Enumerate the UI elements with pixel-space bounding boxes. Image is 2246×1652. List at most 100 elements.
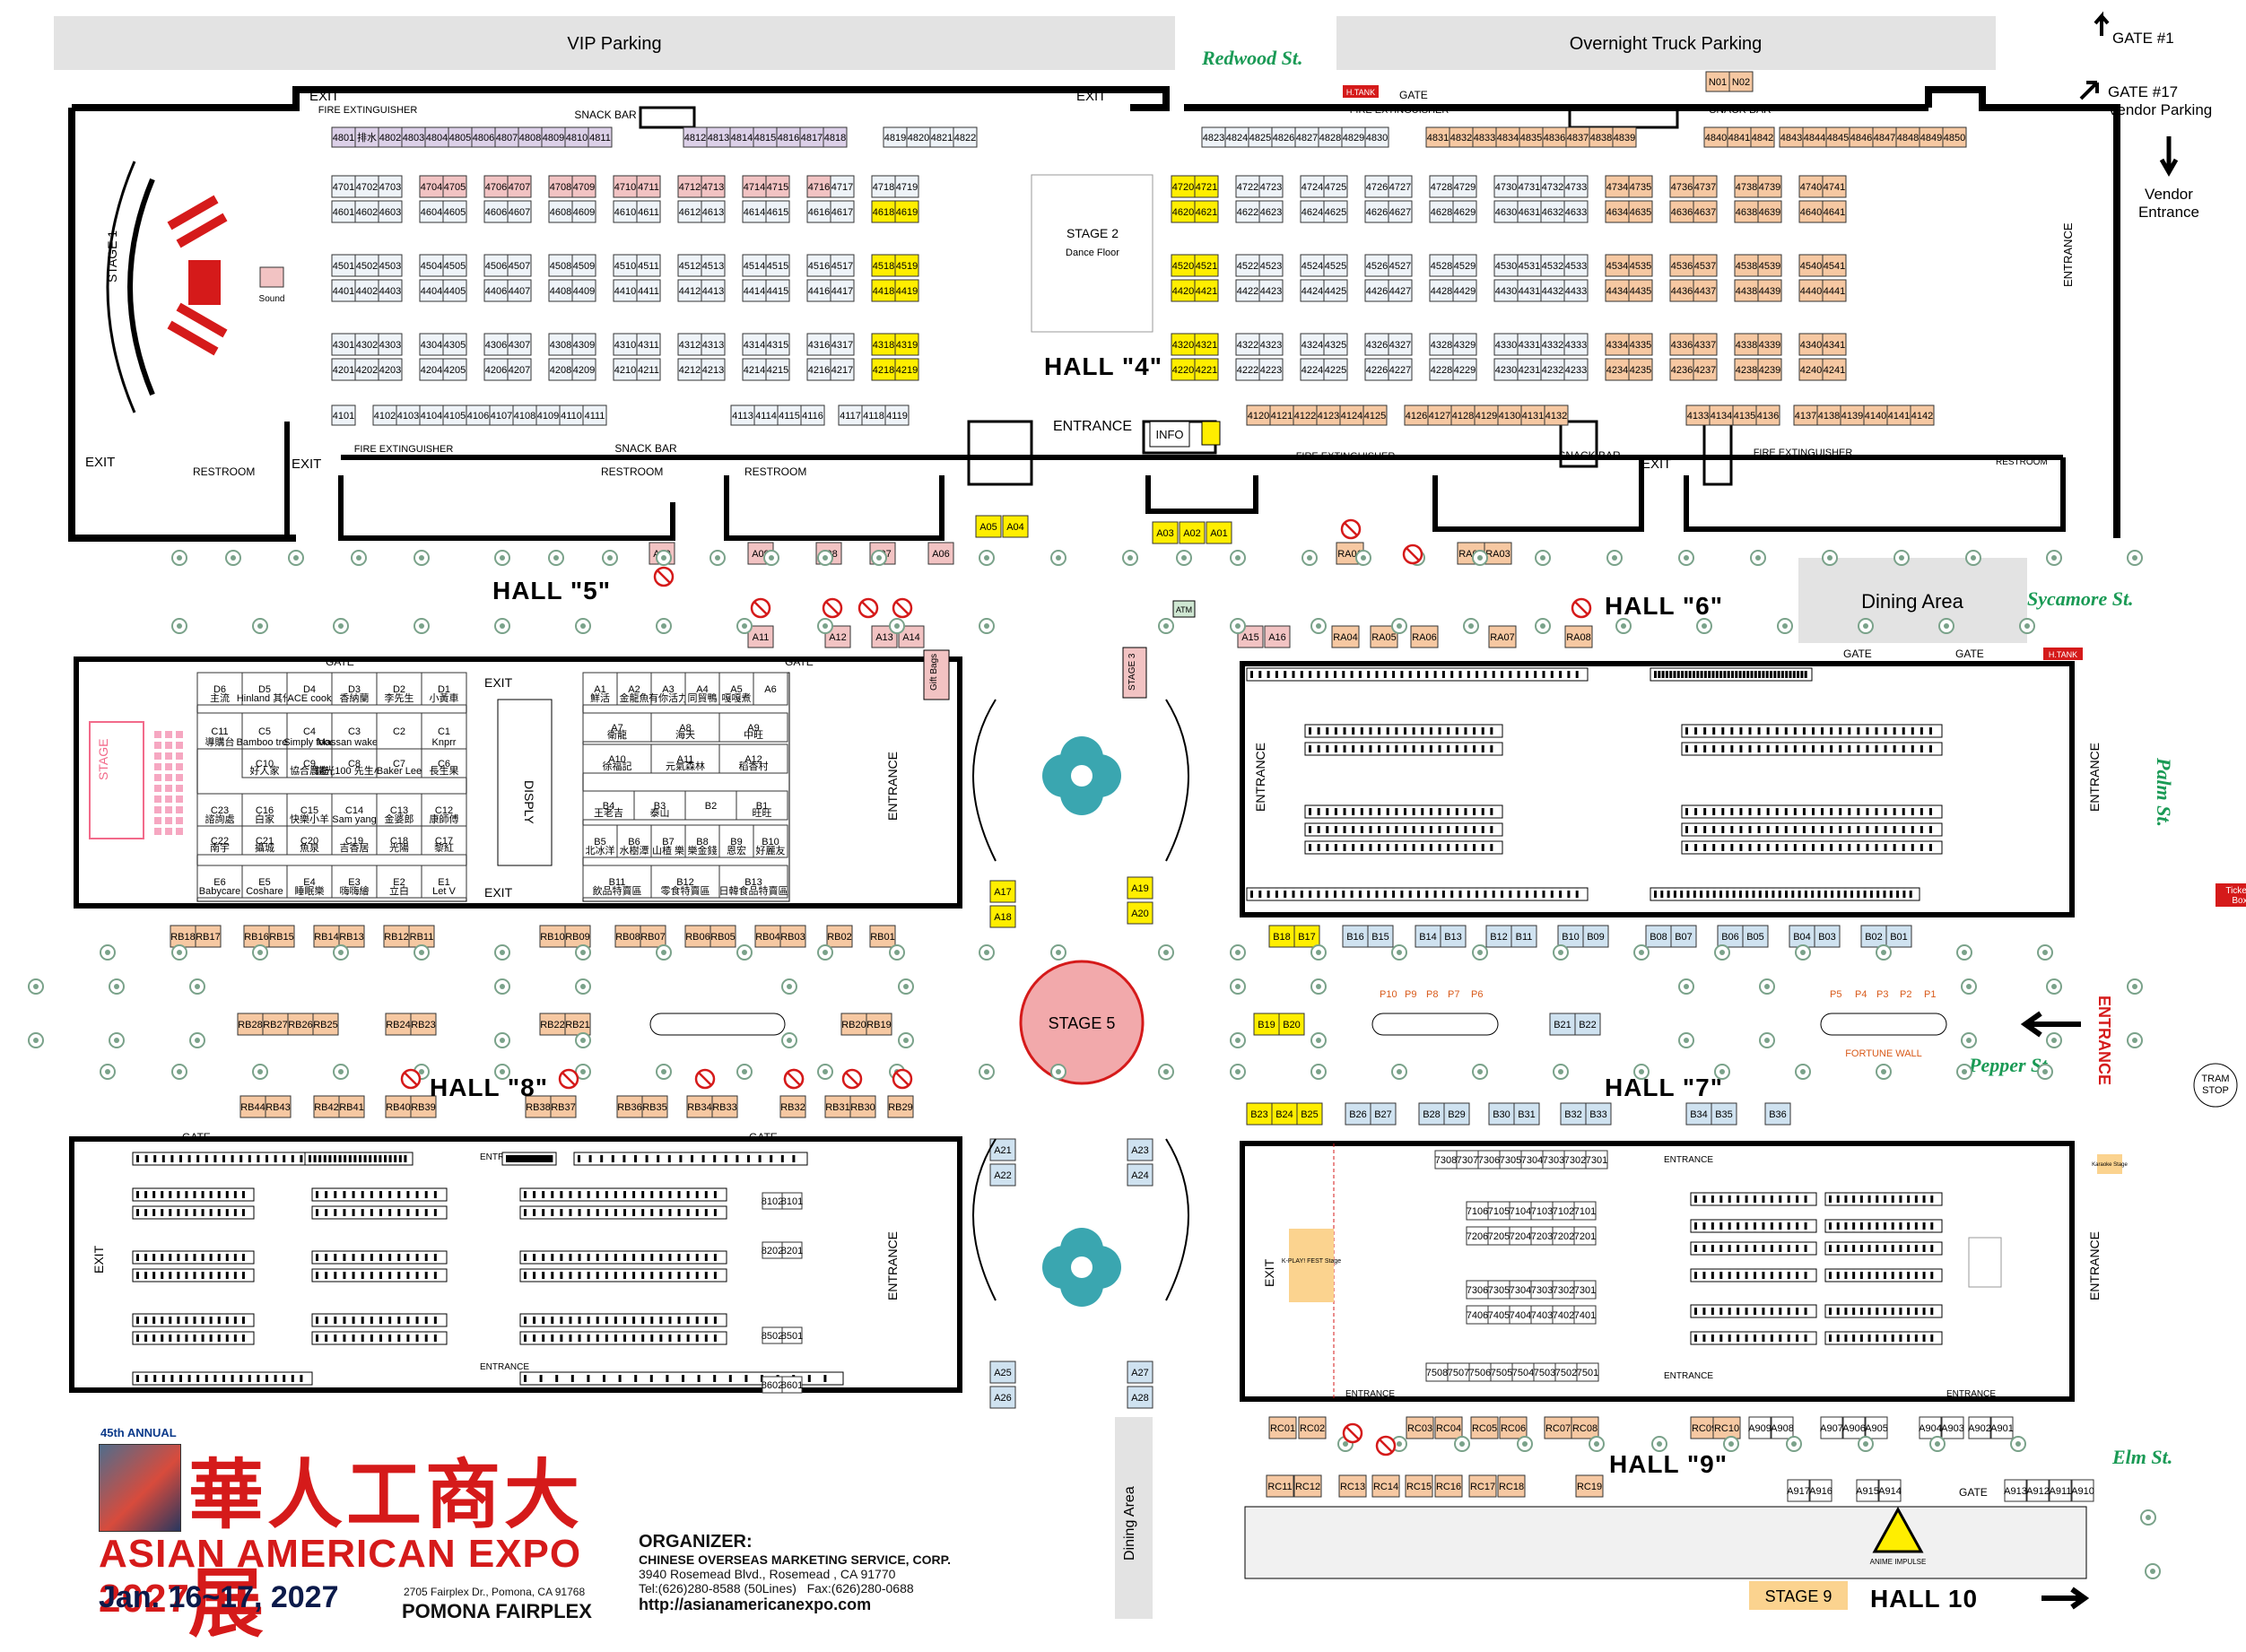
booth[interactable]: 4829 [1341,126,1366,148]
booth[interactable]: 4621 [1194,200,1219,223]
booth[interactable]: 4728 [1429,175,1454,198]
booth-box[interactable] [1499,1416,1528,1439]
booth-box[interactable] [507,200,532,223]
booth-box[interactable] [1757,358,1782,381]
booth[interactable]: 4311 [636,333,661,356]
booth[interactable]: 4525 [1323,254,1348,277]
booth[interactable]: 8101 [781,1192,803,1210]
booth[interactable]: B14 [1415,925,1441,948]
booth-box[interactable] [1748,1416,1772,1439]
booth[interactable]: RB26 [287,1013,314,1036]
booth[interactable]: 7404 [1509,1305,1532,1325]
booth[interactable]: 4104 [419,404,444,426]
booth[interactable]: B05 [1742,925,1769,948]
booth[interactable]: 4846 [1849,126,1874,148]
booth[interactable]: RB12 [383,925,410,948]
booth[interactable]: 4611 [636,200,661,223]
booth-box[interactable] [1798,200,1824,223]
booth[interactable]: 4417 [830,279,855,302]
booth-box[interactable] [1693,175,1718,198]
booth[interactable]: A24 [1127,1163,1153,1187]
booth[interactable]: 4619 [894,200,919,223]
booth[interactable]: B23 [1246,1102,1273,1126]
booth[interactable]: 4423 [1258,279,1284,302]
booth-box[interactable] [806,333,831,356]
booth[interactable]: 4219 [894,358,919,381]
booth-box[interactable] [1540,279,1565,302]
booth-box[interactable] [1628,279,1653,302]
p-booth-label[interactable]: P9 [1405,989,1416,1000]
booth[interactable]: 4515 [765,254,790,277]
booth[interactable]: RB29 [887,1095,914,1118]
booth-box[interactable] [806,358,831,381]
booth[interactable]: 4707 [507,175,532,198]
booth-box[interactable] [571,279,596,302]
booth-box[interactable] [1323,175,1348,198]
booth-box[interactable] [385,1095,412,1118]
booth-box[interactable] [239,1095,266,1118]
booth-box[interactable] [419,254,444,277]
booth[interactable]: RB02 [826,925,853,948]
booth[interactable]: RB36 [616,1095,643,1118]
booth-box[interactable] [1544,1416,1572,1439]
booth-box[interactable] [1300,175,1325,198]
booth[interactable]: RB22 [539,1013,566,1036]
booth[interactable]: 7503 [1533,1362,1556,1382]
booth-box[interactable] [1798,358,1824,381]
booth-box[interactable] [1764,1102,1791,1126]
booth-box[interactable] [313,1095,340,1118]
booth[interactable]: D6 [196,672,243,706]
booth[interactable]: 4712 [677,175,702,198]
booth[interactable]: RB01 [869,925,896,948]
booth[interactable]: 4404 [419,279,444,302]
booth-box[interactable] [564,925,591,948]
booth-box[interactable] [1388,358,1413,381]
booth[interactable]: B11 [1510,925,1537,948]
booth[interactable]: RB37 [550,1095,577,1118]
booth[interactable]: 4840 [1703,126,1728,148]
booth[interactable]: 4717 [830,175,855,198]
booth[interactable]: 4536 [1669,254,1694,277]
booth[interactable]: 4121 [1269,404,1294,426]
booth-box[interactable] [1258,200,1284,223]
booth[interactable]: RB31 [824,1095,851,1118]
booth[interactable]: RC17 [1468,1474,1497,1498]
booth-box[interactable] [701,279,726,302]
booth-box[interactable] [1345,1102,1371,1126]
booth-box[interactable] [1605,279,1630,302]
booth[interactable]: 7302 [1563,1150,1587,1169]
booth[interactable]: 4711 [636,175,661,198]
booth[interactable]: 7505 [1490,1362,1513,1382]
booth-box[interactable] [1452,279,1477,302]
booth-box[interactable] [1300,254,1325,277]
booth[interactable]: 4136 [1755,404,1780,426]
booth[interactable]: 4426 [1364,279,1389,302]
booth-box[interactable] [1410,625,1439,648]
booth[interactable]: 4713 [701,175,726,198]
booth-box[interactable] [548,175,573,198]
booth-box[interactable] [701,254,726,277]
booth[interactable]: 4435 [1628,279,1653,302]
booth-box[interactable] [442,175,467,198]
booth-box[interactable] [1814,925,1841,948]
booth[interactable]: RB35 [641,1095,668,1118]
booth-box[interactable] [354,175,379,198]
booth[interactable]: RA03 [1484,542,1512,565]
booth[interactable]: A25 [989,1361,1016,1384]
booth-box[interactable] [1757,200,1782,223]
booth-box[interactable] [989,1361,1016,1384]
booth-box[interactable] [1194,254,1219,277]
booth[interactable]: 4633 [1563,200,1589,223]
booth[interactable]: 7504 [1511,1362,1535,1382]
booth[interactable]: 7105 [1487,1201,1510,1221]
booth[interactable]: 8201 [781,1241,803,1259]
booth[interactable]: 4315 [765,333,790,356]
booth[interactable]: 4123 [1316,404,1341,426]
booth[interactable]: RA04 [1331,625,1360,648]
booth-box[interactable] [887,1095,914,1118]
booth[interactable]: 4109 [535,404,561,426]
booth[interactable]: 7406 [1466,1305,1489,1325]
booth[interactable]: 4227 [1388,358,1413,381]
booth[interactable]: 4127 [1427,404,1452,426]
booth-box[interactable] [894,358,919,381]
